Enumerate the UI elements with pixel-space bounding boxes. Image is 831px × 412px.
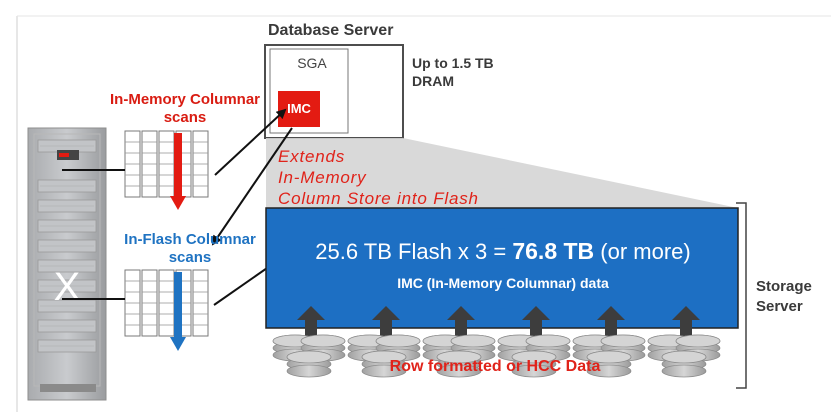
memory-to-imc-arrow bbox=[214, 108, 287, 176]
storage-server-text: Storage Server bbox=[756, 278, 812, 315]
disk-stack bbox=[422, 306, 496, 378]
extends-note: Extends In-Memory Column Store into Flas… bbox=[278, 146, 479, 209]
imc-to-flash-arrow bbox=[211, 127, 293, 246]
imc-label: IMC bbox=[287, 101, 311, 116]
flash-capacity-text: 25.6 TB Flash x 3 = 76.8 TB (or more) bbox=[266, 238, 740, 265]
in-flash-column-store bbox=[124, 269, 209, 337]
in-flash-scan-arrow bbox=[170, 272, 186, 351]
storage-server-bracket bbox=[736, 202, 747, 389]
in-memory-scan-arrow bbox=[170, 133, 186, 210]
disk-stack bbox=[347, 306, 421, 378]
extends-line-1: Extends bbox=[278, 147, 346, 166]
in-memory-column-store bbox=[124, 130, 209, 198]
extends-line-2: In-Memory bbox=[278, 168, 367, 187]
flash-capacity-suffix: (or more) bbox=[594, 239, 691, 264]
disk-stack bbox=[572, 306, 646, 378]
rack-x-marker: X bbox=[54, 265, 81, 309]
extends-line-3: Column Store into Flash bbox=[278, 189, 479, 208]
dram-note: Up to 1.5 TB DRAM bbox=[412, 55, 494, 89]
disk-stacks bbox=[272, 306, 721, 378]
flash-box bbox=[265, 207, 739, 329]
row-format-label: Row formatted or HCC Data bbox=[389, 358, 601, 375]
storage-server-label: Storage Server bbox=[756, 277, 816, 317]
sga-label: SGA bbox=[297, 55, 327, 71]
flash-capacity-prefix: 25.6 TB Flash x 3 = bbox=[315, 239, 513, 264]
disk-stack bbox=[647, 306, 721, 378]
in-flash-scans-label: In-Flash Columnar scans bbox=[124, 231, 256, 266]
in-memory-scans-label: In-Memory Columnar scans bbox=[110, 91, 261, 126]
extension-funnel bbox=[266, 138, 738, 208]
database-server-title: Database Server bbox=[268, 22, 394, 39]
disk-stack bbox=[272, 306, 346, 378]
flash-subtitle: IMC (In-Memory Columnar) data bbox=[397, 275, 609, 291]
disk-stack bbox=[497, 306, 571, 378]
rack-server: X bbox=[27, 127, 107, 401]
flash-capacity-total: 76.8 TB bbox=[512, 238, 595, 264]
